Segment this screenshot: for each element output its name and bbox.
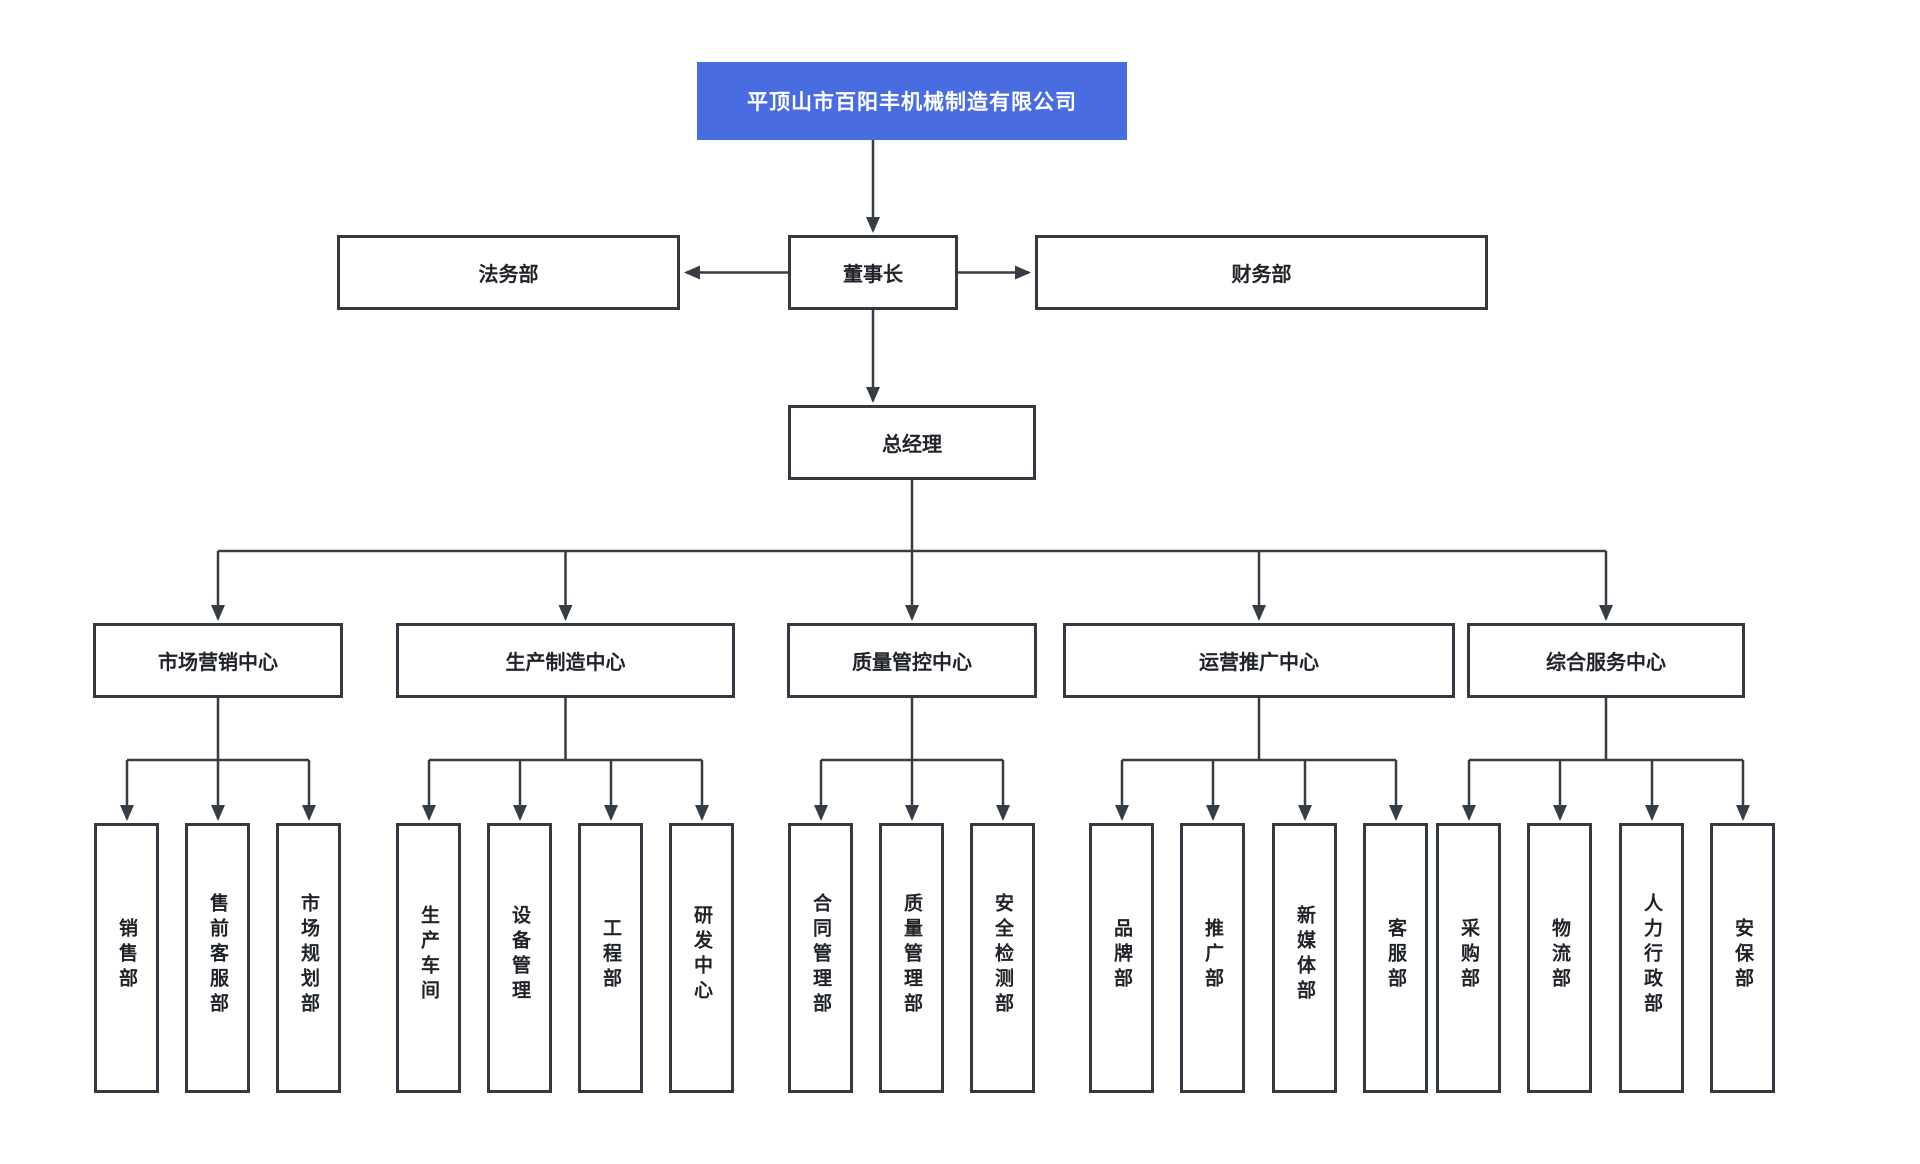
leaf-box-procurement: 采购部 [1436,823,1501,1093]
leaf-box-quality-management: 质量管理部 [879,823,944,1093]
leaf-box-new-media: 新媒体部 [1272,823,1337,1093]
chairman-box: 董事长 [788,235,958,310]
connector-group-production [422,698,709,821]
leaf-box-sales: 销售部 [94,823,159,1093]
leaf-box-market-planning: 市场规划部 [276,823,341,1093]
center-box-marketing: 市场营销中心 [93,623,343,698]
connector-group-marketing [120,698,316,821]
center-box-quality: 质量管控中心 [787,623,1037,698]
connector-group-quality [814,698,1010,821]
connector-group-services [1462,698,1750,821]
center-box-operations: 运营推广中心 [1063,623,1455,698]
leaf-box-equipment-management: 设备管理 [487,823,552,1093]
center-box-production: 生产制造中心 [396,623,735,698]
leaf-box-production-workshop: 生产车间 [396,823,461,1093]
connector-gm-to-bus [211,480,1613,621]
center-box-services: 综合服务中心 [1467,623,1745,698]
leaf-box-presales-service: 售前客服部 [185,823,250,1093]
leaf-box-rd-center: 研发中心 [669,823,734,1093]
leaf-box-hr-admin: 人力行政部 [1619,823,1684,1093]
connector-group-operations [1115,698,1403,821]
leaf-box-brand: 品牌部 [1089,823,1154,1093]
leaf-box-customer-service: 客服部 [1363,823,1428,1093]
leaf-box-contract-management: 合同管理部 [788,823,853,1093]
general-manager-box: 总经理 [788,405,1036,480]
finance-dept-box: 财务部 [1035,235,1488,310]
leaf-box-logistics: 物流部 [1527,823,1592,1093]
leaf-box-security: 安保部 [1710,823,1775,1093]
leaf-box-promotion: 推广部 [1180,823,1245,1093]
leaf-box-safety-inspection: 安全检测部 [970,823,1035,1093]
legal-dept-box: 法务部 [337,235,680,310]
root-company-box: 平顶山市百阳丰机械制造有限公司 [697,62,1127,140]
leaf-box-engineering: 工程部 [578,823,643,1093]
